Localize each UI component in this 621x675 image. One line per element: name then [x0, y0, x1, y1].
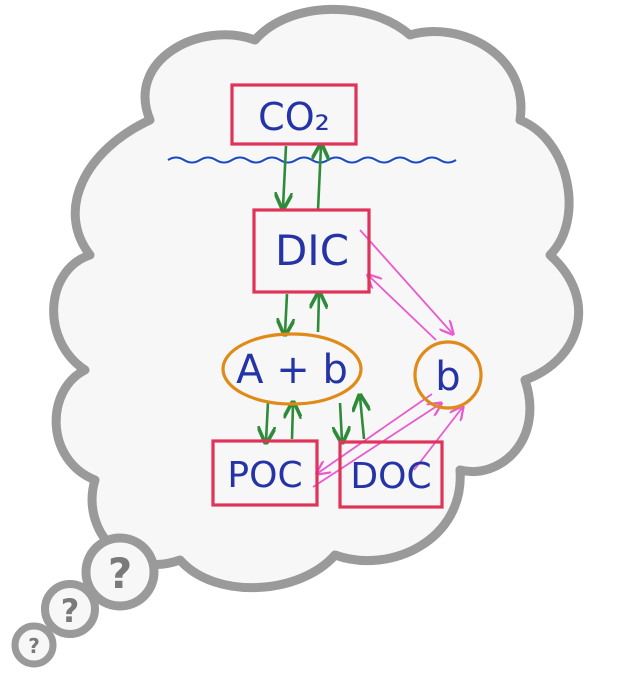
node-b-label: b — [435, 354, 460, 400]
arrow-b-to-poc — [318, 393, 433, 473]
arrow-ab-to-dic — [318, 294, 319, 333]
arrow-poc-to-b — [312, 404, 440, 488]
node-a-plus-b-label: A + b — [236, 347, 348, 393]
arrow-doc-to-ab — [360, 397, 364, 440]
arrow-co2-to-dic — [283, 145, 286, 207]
node-b: b — [413, 340, 483, 410]
bubble-medium: ? — [41, 580, 99, 638]
node-doc-label: DOC — [350, 456, 431, 497]
bubble-small-question: ? — [28, 634, 40, 658]
bubble-medium-question: ? — [61, 592, 80, 630]
arrow-ab-to-doc — [340, 402, 342, 441]
node-co2: CO₂ — [230, 83, 358, 146]
bubble-small: ? — [11, 622, 57, 668]
node-poc: POC — [211, 439, 319, 507]
node-poc-label: POC — [227, 455, 302, 496]
node-dic-label: DIC — [275, 226, 349, 275]
node-dic: DIC — [252, 208, 371, 294]
arrow-doc-to-b — [413, 408, 462, 471]
pink-arrows — [312, 229, 462, 488]
node-a-plus-b: A + b — [221, 332, 363, 406]
arrow-b-to-dic — [369, 276, 437, 341]
bubble-large: ? — [81, 533, 159, 611]
arrow-dic-to-ab — [285, 293, 287, 333]
green-arrows — [266, 146, 364, 441]
node-doc: DOC — [338, 440, 444, 509]
arrow-dic-to-b — [359, 229, 452, 333]
arrow-poc-to-ab — [292, 404, 293, 440]
node-co2-label: CO₂ — [258, 95, 330, 139]
arrow-ab-to-poc — [266, 401, 268, 441]
arrow-dic-to-co2 — [318, 146, 321, 211]
bubble-large-question: ? — [108, 549, 132, 598]
